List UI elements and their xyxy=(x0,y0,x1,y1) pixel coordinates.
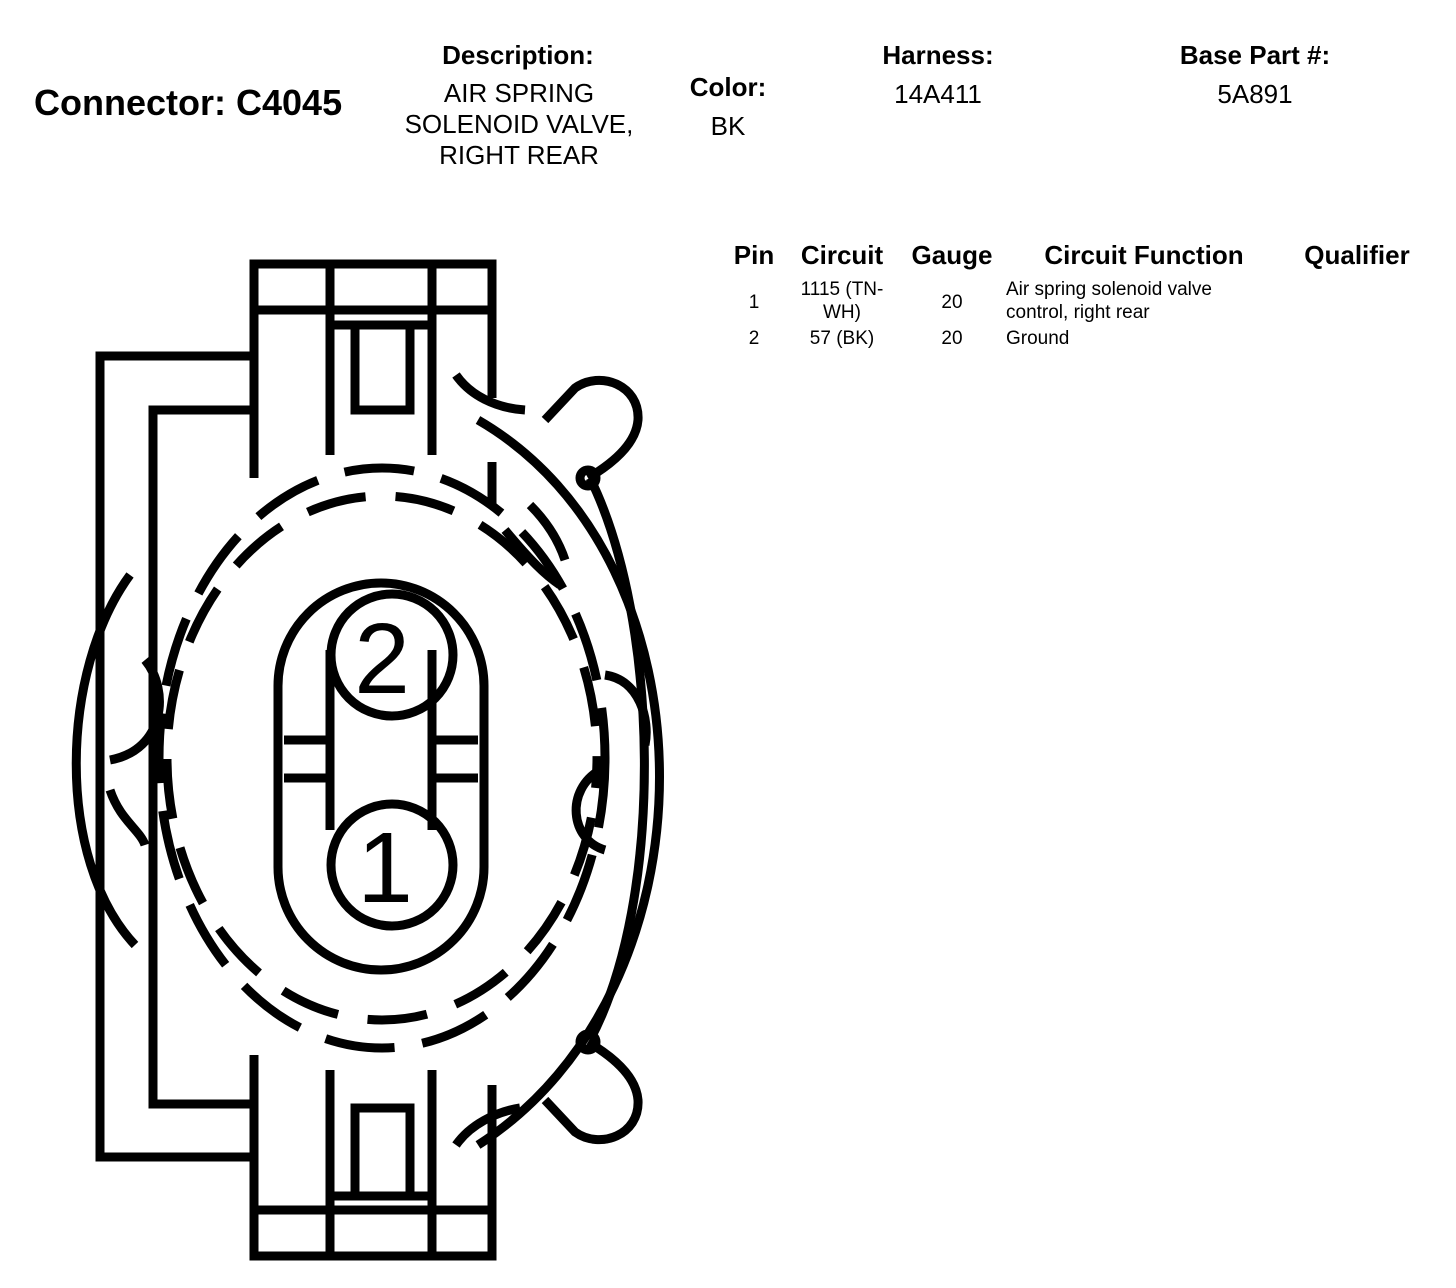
inner-dashed-seal xyxy=(162,491,602,1025)
housing-outline xyxy=(71,416,664,1149)
bottom-ear-link xyxy=(452,1103,521,1148)
connector-title: Connector: C4045 xyxy=(34,82,342,124)
pin-cavity xyxy=(273,578,489,975)
header-pin: Pin xyxy=(733,239,775,270)
description-value: AIR SPRING SOLENOID VALVE, RIGHT REAR xyxy=(370,78,668,171)
table-row: 2 57 (BK) 20 Ground xyxy=(726,327,1432,357)
top-ear-link xyxy=(452,372,526,415)
function-line: control, right rear xyxy=(1006,302,1150,323)
left-housing xyxy=(95,351,254,1162)
description-line: RIGHT REAR xyxy=(439,140,599,170)
right-clip-upper xyxy=(604,670,651,746)
pin-1-label: 1 xyxy=(357,812,413,924)
color-value: BK xyxy=(710,111,746,141)
bottom-latch xyxy=(249,1055,497,1261)
right-outer-arc xyxy=(475,416,664,1149)
base-part-value: 5A891 xyxy=(1217,79,1293,109)
circuit-line: 57 (BK) xyxy=(809,328,875,349)
left-outer-arc xyxy=(71,572,139,949)
top-ear-outline xyxy=(541,375,643,482)
seal-accent xyxy=(526,501,570,562)
seal-accent xyxy=(501,527,563,589)
top-latch xyxy=(249,259,497,505)
top-latch-frame xyxy=(249,259,497,315)
cell-gauge: 20 xyxy=(941,292,963,313)
cell-pin: 1 xyxy=(748,292,760,313)
function-line: Air spring solenoid valve xyxy=(1006,279,1212,300)
pin-1-terminal xyxy=(326,799,458,931)
header-circuit: Circuit xyxy=(800,239,884,270)
pin-table-header: Pin Circuit Gauge Circuit Function Quali… xyxy=(726,236,1432,274)
description-line: SOLENOID VALVE, xyxy=(404,109,634,139)
connector-label: Connector: xyxy=(34,82,226,123)
outer-left-bracket xyxy=(95,351,254,1162)
connector-id: C4045 xyxy=(236,82,343,123)
left-clip-lower xyxy=(105,788,150,847)
top-right-ear xyxy=(452,372,643,491)
right-clip-lower xyxy=(571,766,607,855)
cell-gauge: 20 xyxy=(941,328,963,349)
harness-label: Harness: xyxy=(882,40,994,70)
table-row: 1 1115 (TN- WH) 20 Air spring solenoid v… xyxy=(726,274,1432,327)
outer-dashed-seal xyxy=(154,463,610,1053)
description-line: AIR SPRING xyxy=(443,78,595,108)
bottom-latch-slot xyxy=(350,1103,415,1196)
header-gauge: Gauge xyxy=(911,239,993,270)
pin-2-label: 2 xyxy=(354,603,410,715)
header-circuit-function: Circuit Function xyxy=(1044,239,1244,270)
function-line: Ground xyxy=(1006,328,1070,349)
harness-value: 14A411 xyxy=(894,79,982,109)
pin-table: Pin Circuit Gauge Circuit Function Quali… xyxy=(726,236,1432,357)
cell-circuit: 57 (BK) xyxy=(782,327,902,357)
description-label: Description: xyxy=(442,40,594,70)
bottom-ear-pivot xyxy=(575,1029,601,1055)
bottom-latch-frame xyxy=(249,1205,497,1261)
cell-circuit-function: Air spring solenoid valve control, right… xyxy=(1002,274,1282,327)
circuit-line: WH) xyxy=(823,302,861,323)
cell-circuit: 1115 (TN- WH) xyxy=(782,274,902,327)
base-part-label: Base Part #: xyxy=(1179,40,1331,70)
top-latch-slot xyxy=(350,325,415,415)
right-side-rim xyxy=(585,476,649,1043)
top-ear-pivot xyxy=(575,465,601,491)
bottom-ear-outline xyxy=(541,1038,643,1145)
cell-circuit-function: Ground xyxy=(1002,327,1282,357)
inner-left-bracket xyxy=(148,405,254,1109)
circuit-line: 1115 (TN- xyxy=(800,279,884,300)
cell-pin: 2 xyxy=(748,328,760,349)
color-label: Color: xyxy=(689,72,767,102)
bottom-right-ear xyxy=(452,1029,643,1148)
pin-2-terminal xyxy=(326,589,458,721)
header-qualifier: Qualifier xyxy=(1304,239,1410,270)
